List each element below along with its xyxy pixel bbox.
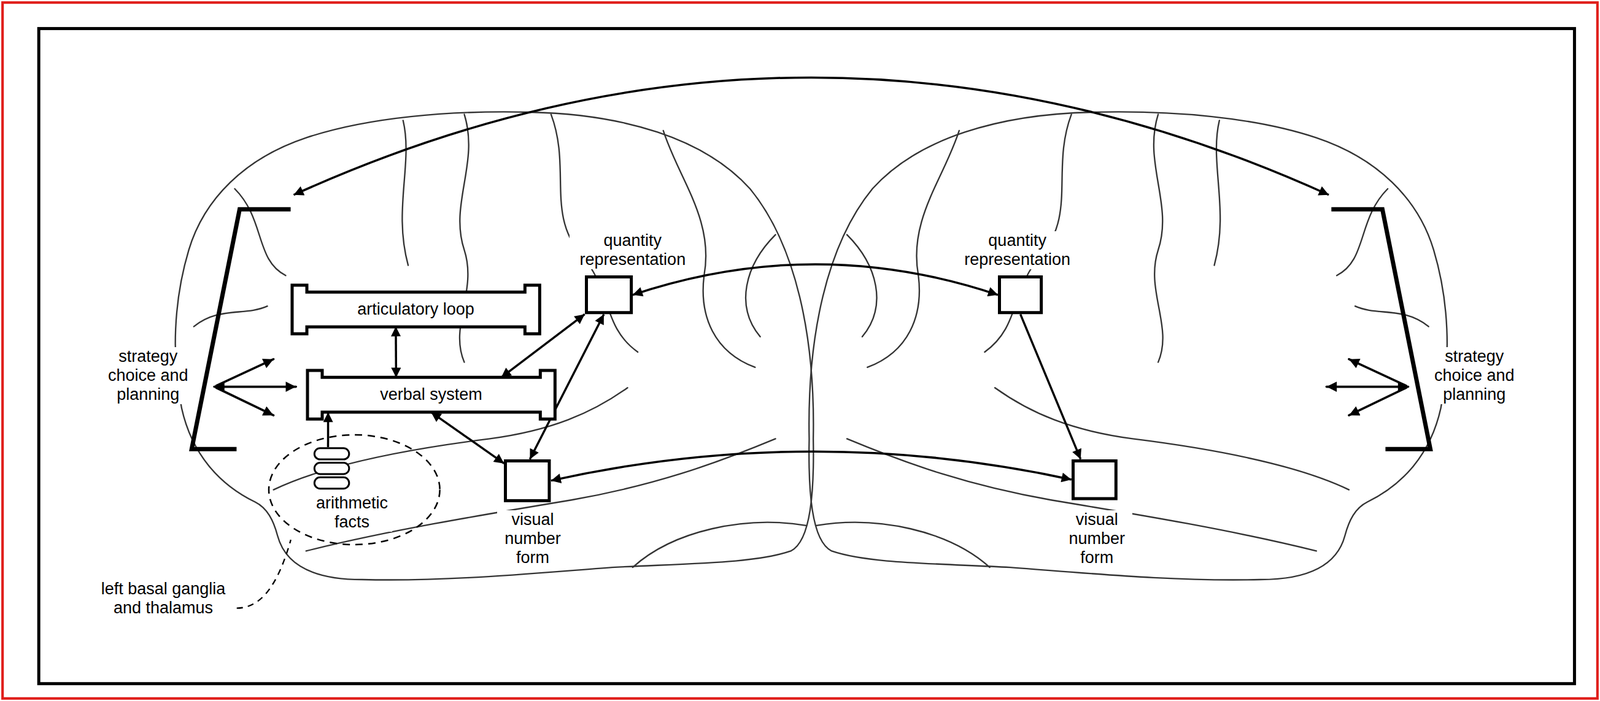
shape-outline [1071,459,1118,501]
brain-outline [175,111,814,580]
node-label: strategy choice and planning [1426,347,1523,405]
sulcus-line [193,306,268,327]
node-label: visual number form [1061,510,1133,568]
region-outline [268,435,441,545]
left-hemisphere [175,111,814,580]
shape-outline [997,275,1043,315]
shape-outline [1326,207,1439,453]
shape-outline [503,459,551,503]
inner-frame [38,28,1575,685]
shape-outline [183,207,296,453]
fan-arrow [216,359,274,387]
box-outline [1072,460,1116,499]
box-outline [505,460,550,501]
connector-arrow [327,412,330,448]
node-label: quantity representation [569,231,696,270]
connector-arrow [1020,314,1081,460]
fan-arrow [214,386,296,389]
module-box: verbal system [306,369,557,421]
fact-store-oval [314,448,350,460]
region-ellipse: arithmetic facts [267,433,442,547]
number-box: quantity representation [584,275,633,315]
connector-arrow [430,412,504,464]
leader-line [236,540,291,609]
sulcus-line [745,235,776,337]
connector-arrow [551,451,1072,481]
fan-arrow [216,387,274,416]
box-outline [999,277,1042,314]
shape-outline [584,275,633,315]
fact-store-oval [314,477,350,489]
node-label: visual number form [497,510,569,568]
node-label: quantity representation [954,231,1081,270]
number-box: visual number form [503,459,551,503]
strategy-band: strategy choice and planning [183,207,296,453]
box-outline [292,285,540,334]
cerebellum-line [632,522,807,568]
box-outline [586,277,631,314]
node-label: articulatory loop [355,300,477,320]
band-outline [192,209,291,450]
region-label: left basal ganglia and thalamus [93,579,233,619]
fact-store-oval [314,463,350,475]
connector-arrow [394,326,398,378]
connector-arrow [293,77,1329,195]
sulcus-line [401,120,409,266]
node-label: strategy choice and planning [100,347,196,405]
right-hemisphere [808,111,1448,580]
node-label: verbal system [378,385,485,405]
output-fan [214,359,296,417]
module-box: articulatory loop [290,284,541,336]
strategy-band: strategy choice and planning [1326,207,1439,453]
number-box: visual number form [1071,459,1118,501]
box-outline [307,370,555,420]
node-label: arithmetic facts [311,494,393,533]
band-outline [1331,209,1431,450]
number-box: quantity representation [997,275,1043,315]
sulcus-line [234,189,286,276]
